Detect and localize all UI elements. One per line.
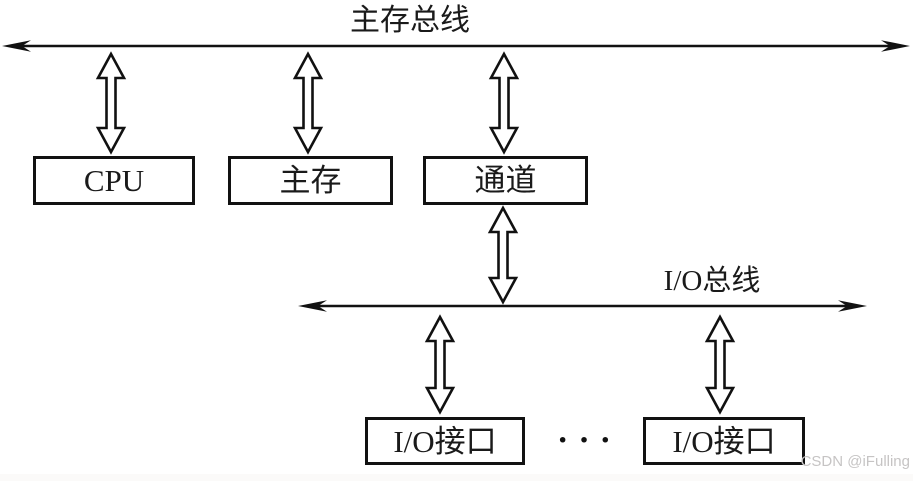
watermark-text: CSDN @iFulling (800, 453, 910, 470)
io-bus-left-arrowhead-icon (298, 300, 327, 312)
main-bus-line (2, 40, 910, 52)
bidirectional-arrow-bus-cpu-icon (95, 51, 127, 155)
bidirectional-arrow-iobus-io1-icon (424, 314, 456, 415)
bidirectional-arrow-bus-memory-icon (292, 51, 324, 155)
main-memory-box: 主存 (228, 156, 393, 205)
io-interface-box-2: I/O接口 (643, 417, 805, 465)
cpu-box: CPU (33, 156, 195, 205)
channel-box: 通道 (423, 156, 588, 205)
bottom-strip (0, 474, 913, 481)
main-bus-right-arrowhead-icon (881, 40, 910, 52)
bidirectional-arrow-bus-channel-icon (488, 51, 520, 155)
bidirectional-arrow-channel-iobus-icon (487, 205, 519, 305)
io-interface-box-1: I/O接口 (365, 417, 525, 465)
main-bus-left-arrowhead-icon (2, 40, 31, 52)
io-bus-label: I/O总线 (663, 265, 761, 297)
bidirectional-arrow-iobus-io2-icon (704, 314, 736, 415)
io-bus-right-arrowhead-icon (838, 300, 867, 312)
io-bus-line (298, 300, 867, 312)
ellipsis-dots: ··· (556, 422, 622, 459)
main-bus-label: 主存总线 (350, 4, 470, 37)
